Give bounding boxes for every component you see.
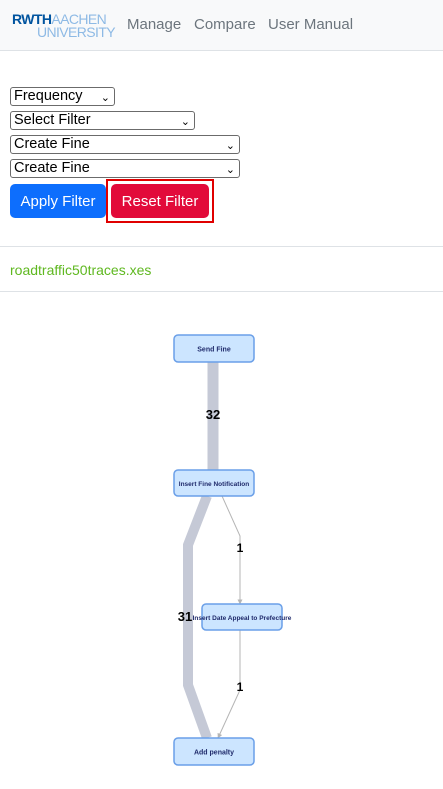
edge-insert-notification-to-appeal [221,495,243,605]
chevron-down-icon: ⌄ [225,140,235,152]
chevron-down-icon: ⌄ [100,92,110,104]
activity-from-select[interactable]: Create Fine ⌄ [10,135,240,154]
logo-university: UNIVERSITY [37,24,116,40]
divider [0,291,443,292]
logo-rwth: RWTH [12,11,52,27]
filter-type-select-value: Select Filter [14,112,91,128]
edge-label-1-bottom: 1 [237,680,244,694]
logo-line-1: RWTHAACHEN [12,11,107,27]
node-add-penalty[interactable]: Add penalty [173,737,255,766]
node-send-fine[interactable]: Send Fine [173,334,255,363]
file-name: roadtraffic50traces.xes [10,262,152,278]
node-insert-fine-notification[interactable]: Insert Fine Notification [173,469,255,497]
logo-aachen: AACHEN [51,11,107,27]
nav-link-user-manual[interactable]: User Manual [268,16,354,33]
divider [0,246,443,247]
apply-filter-button[interactable]: Apply Filter [10,184,106,218]
process-graph: 32 31 1 1 Send Fine Insert Fine Notifica… [173,334,292,766]
node-label: Send Fine [197,347,231,354]
nav-link-manage[interactable]: Manage [127,16,182,33]
edge-appeal-to-add-penalty [217,630,241,739]
edge-label-32: 32 [206,407,220,422]
metric-select-value: Frequency [14,88,83,104]
edge-label-31: 31 [178,609,192,624]
node-insert-date-appeal[interactable]: Insert Date Appeal to Prefecture [193,603,292,631]
metric-select[interactable]: Frequency ⌄ [10,87,115,106]
edge-label-1-top: 1 [237,541,244,555]
edge-insert-notification-to-add-penalty [183,494,212,740]
node-label: Insert Date Appeal to Prefecture [193,615,292,622]
rwth-logo[interactable]: RWTHAACHEN UNIVERSITY [12,11,116,40]
activity-from-select-value: Create Fine [14,136,90,152]
node-label: Add penalty [194,750,234,757]
activity-to-select-value: Create Fine [14,160,90,176]
reset-button-highlight [106,179,214,223]
filter-type-select[interactable]: Select Filter ⌄ [10,111,195,130]
nav-link-compare[interactable]: Compare [194,16,256,33]
activity-to-select[interactable]: Create Fine ⌄ [10,159,240,178]
node-label: Insert Fine Notification [179,481,249,488]
chevron-down-icon: ⌄ [225,164,235,176]
chevron-down-icon: ⌄ [180,116,190,128]
reset-filter-button[interactable]: Reset Filter [111,184,209,218]
navbar: RWTHAACHEN UNIVERSITY Manage Compare Use… [0,0,443,51]
